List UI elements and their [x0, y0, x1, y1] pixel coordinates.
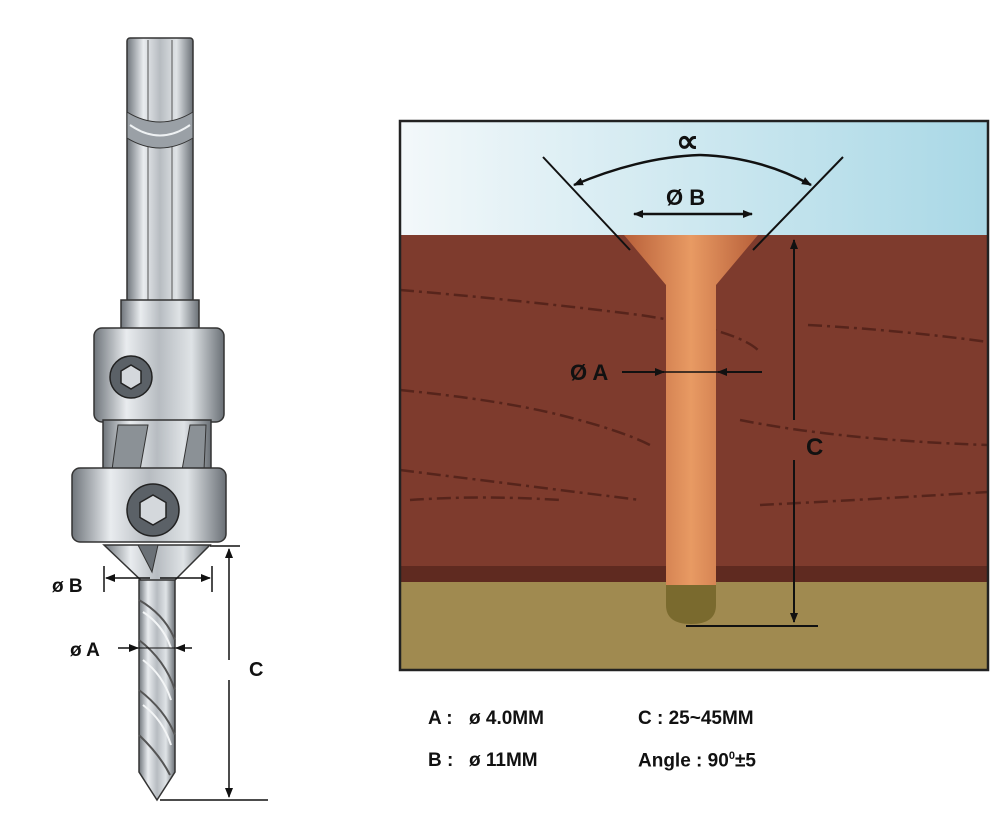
section-label-dia-a: Ø A: [570, 360, 608, 385]
tool-label-depth-c: C: [249, 659, 263, 681]
tool-label-dia-b: ø B: [52, 576, 83, 597]
hex-screw-icon: [139, 494, 167, 526]
spec-a-key: A :: [428, 708, 453, 729]
tool-dimensions: ø B ø A C: [52, 545, 268, 801]
air-layer: [400, 121, 988, 235]
section-label-depth-c: C: [806, 434, 823, 461]
countersink-tool: [71, 37, 227, 802]
cross-section: ∝ Ø B Ø A C: [398, 119, 990, 672]
shank-groove: [126, 111, 194, 149]
drilled-hole: [624, 235, 758, 585]
angle-arc: [573, 153, 701, 187]
spec-c: C : 25~45MM: [638, 708, 754, 729]
section-label-alpha: ∝: [676, 123, 699, 159]
spec-b-key: B :: [428, 750, 454, 771]
spec-angle: Angle : 900±5: [638, 750, 756, 772]
spec-b-value: ø 11MM: [469, 750, 538, 771]
tool-label-dia-a: ø A: [70, 640, 100, 661]
hex-screw-icon: [120, 364, 142, 390]
spec-angle-degree: 0: [728, 750, 735, 762]
spec-angle-suffix: ±5: [734, 750, 756, 772]
section-frame: [398, 119, 990, 672]
spec-angle-prefix: Angle : 90: [638, 750, 729, 772]
spec-a-value: ø 4.0MM: [469, 708, 544, 729]
section-label-dia-b: Ø B: [666, 185, 705, 210]
hex-shank: [126, 37, 194, 303]
